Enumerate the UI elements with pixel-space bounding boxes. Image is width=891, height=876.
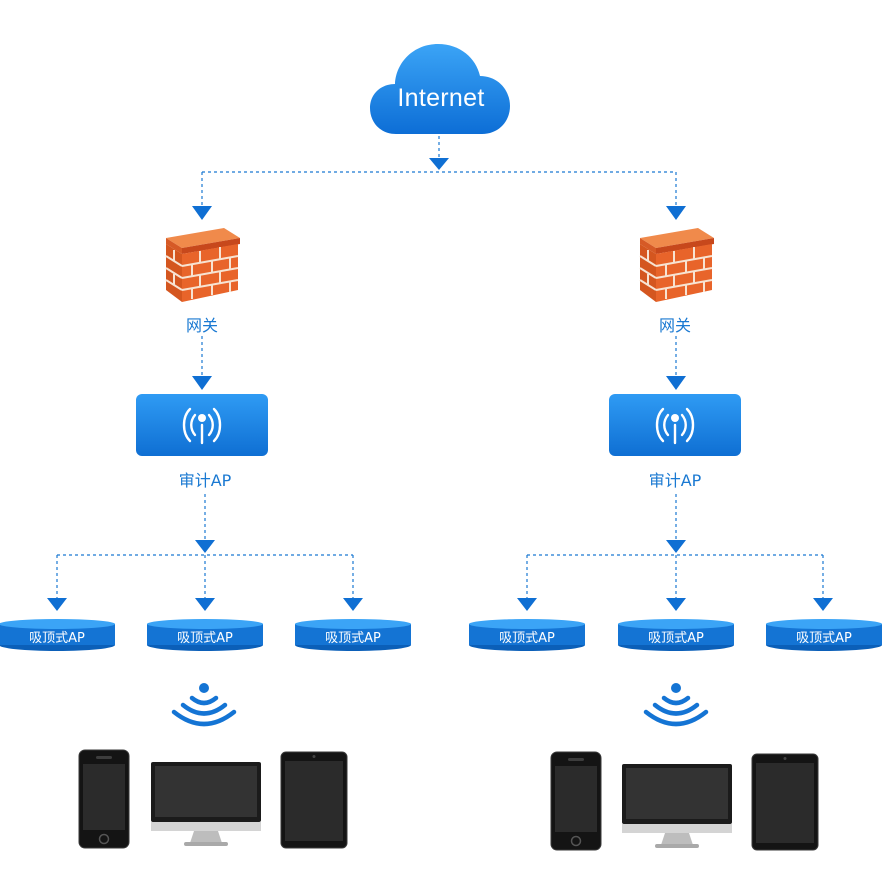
audit-ap-label: 审计AP [648,471,702,490]
tablet-icon [751,753,819,851]
smartphone-icon [550,751,602,851]
ceiling-ap-label: 吸顶式AP [499,631,555,646]
internet-label: Internet [397,84,485,112]
wifi-signal-icon [643,683,709,727]
ceiling-ap: 吸顶式AP [765,618,883,652]
gateway-label: 网关 [185,316,218,335]
ceiling-ap-label: 吸顶式AP [29,631,85,646]
wireless-ap-icon [655,407,695,445]
monitor-icon [622,764,732,848]
ceiling-ap: 吸顶式AP [146,618,264,652]
wireless-ap-icon [182,407,222,445]
ceiling-ap-label: 吸顶式AP [796,631,852,646]
audit-ap-device [609,394,741,456]
wifi-signal-icon [171,683,237,727]
tablet-icon [280,751,348,849]
ceiling-ap-icon [147,619,263,651]
monitor-icon [151,762,261,846]
firewall-icon [639,228,714,302]
ceiling-ap: 吸顶式AP [468,618,586,652]
audit-ap-device [136,394,268,456]
cloud-icon [370,44,510,134]
ceiling-ap-icon [0,619,115,651]
firewall-icon [165,228,240,302]
ceiling-ap-icon [295,619,411,651]
ceiling-ap-label: 吸顶式AP [648,631,704,646]
ceiling-ap-icon [766,619,882,651]
ceiling-ap-icon [618,619,734,651]
gateway-label: 网关 [658,316,691,335]
ceiling-ap: 吸顶式AP [294,618,412,652]
ceiling-ap: 吸顶式AP [0,618,116,652]
audit-ap-label: 审计AP [178,471,232,490]
ceiling-ap-label: 吸顶式AP [177,631,233,646]
ceiling-ap: 吸顶式AP [617,618,735,652]
ceiling-ap-icon [469,619,585,651]
ceiling-ap-label: 吸顶式AP [325,631,381,646]
smartphone-icon [78,749,130,849]
